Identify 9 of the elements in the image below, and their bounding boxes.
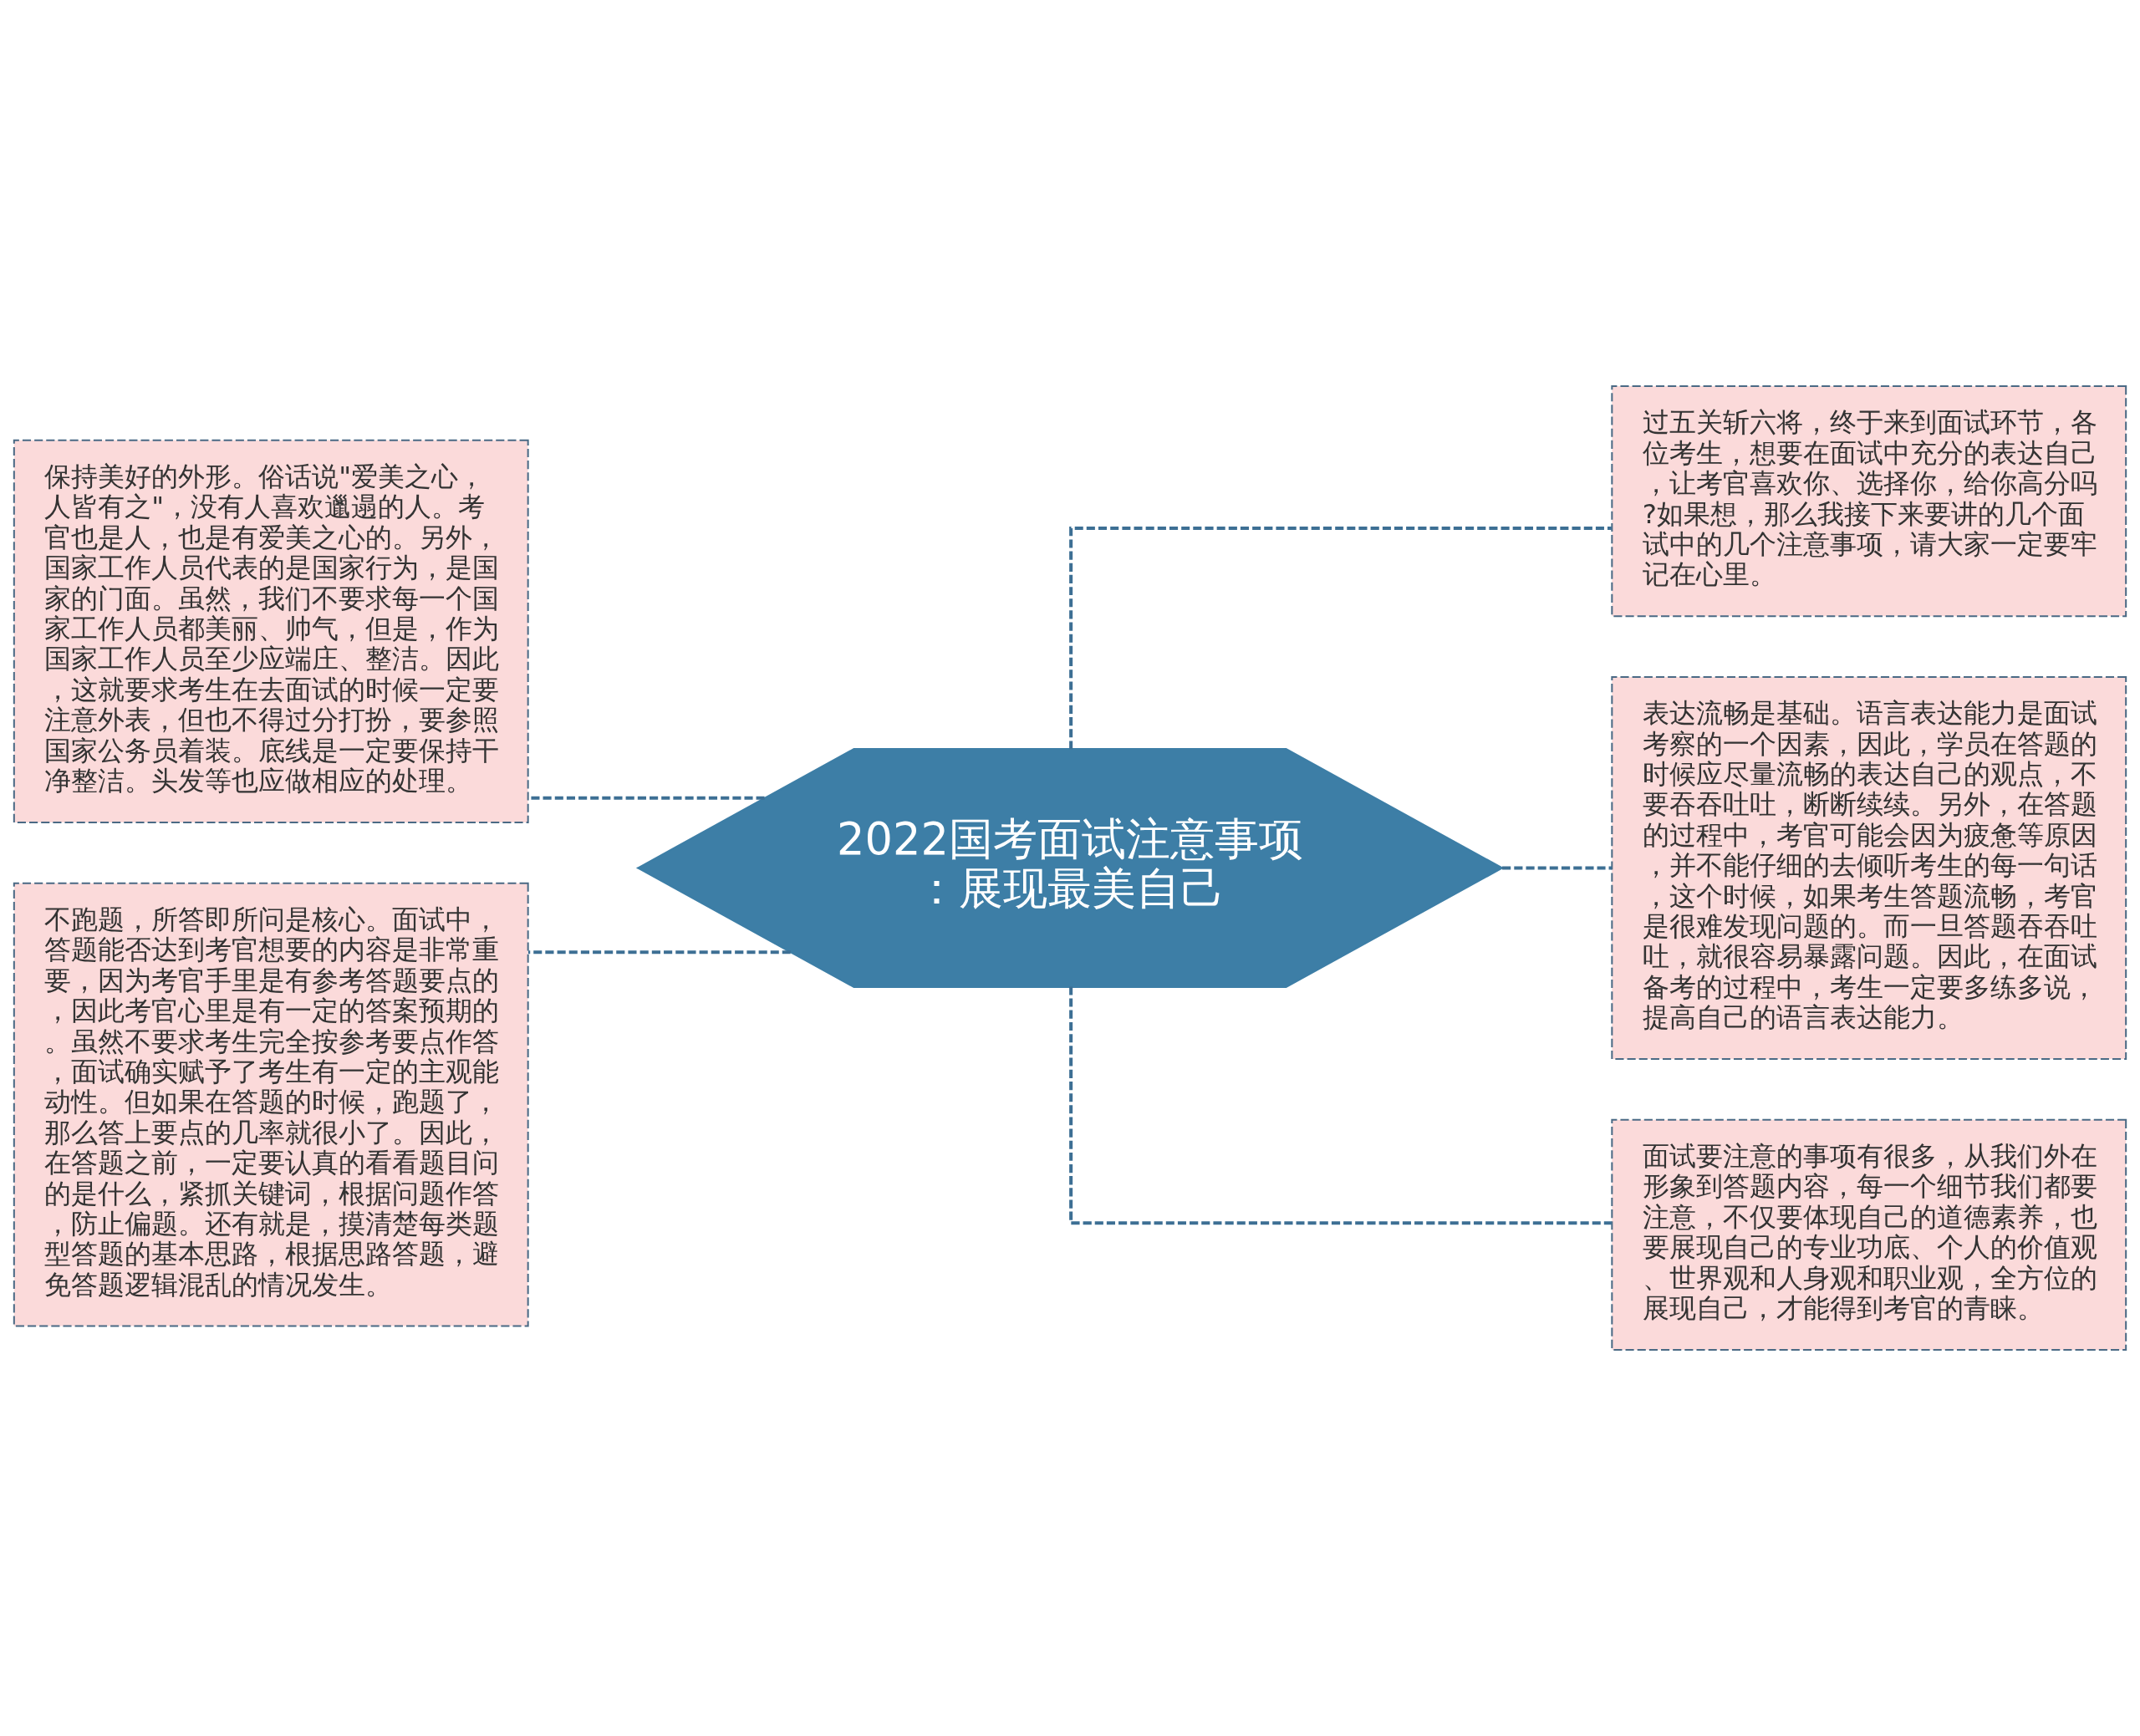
connector [1069,986,1612,1225]
connector [1502,866,1612,870]
node-box: 过五关斩六将，终于来到面试环节，各位考生，想要在面试中充分的表达自己，让考官喜欢你、选择你，给你高分吗?如果想，那么我接下来要讲的几个面试中的几个注意事项，请大家一定要牢记在心里。 [1611,385,2127,618]
connector [527,950,791,955]
node-box: 不跑题，所答即所问是核心。面试中，答题能否达到考官想要的内容是非常重要，因为考官手里是有参考答题要点的，因此考官心里是有一定的答案预期的。虽然不要求考生完全按参考要点作答，面试确实赋予了考生有一定的主观能动性。但如果在答题的时候，跑题了，那么答上要点的几率就很小了。因此，在答题之前，一定要认真的看看题目问的是什么，紧抓关键词，根据问题作答，防止偏题。还有就是，摸清楚每类题型答题的基本思路，根据思路答题，避免答题逻辑混乱的情况发生。 [13,882,529,1327]
node-box: 保持美好的外形。俗话说"爱美之心，人皆有之"，没有人喜欢邋遢的人。考官也是人，也是有爱美之心的。另外，国家工作人员代表的是国家行为，是国家的门面。虽然，我们不要求每一个国家工作人员都美丽、帅气，但是，作为国家工作人员至少应端庄、整洁。因此，这就要求考生在去面试的时候一定要注意外表，但也不得过分打扮，要参照国家公务员着装。底线是一定要保持干净整洁。头发等也应做相应的处理。 [13,439,529,823]
node-box: 面试要注意的事项有很多，从我们外在形象到答题内容，每一个细节我们都要注意，不仅要体现自己的道德素养，也要展现自己的专业功底、个人的价值观、世界观和人身观和职业观，全方位的展现自己，才能得到考官的青睐。 [1611,1118,2127,1351]
connector [1069,526,1612,750]
node-box: 表达流畅是基础。语言表达能力是面试考察的一个因素，因此，学员在答题的时候应尽量流畅的表达自己的观点，不要吞吞吐吐，断断续续。另外，在答题的过程中，考官可能会因为疲惫等原因，并不能仔细的去倾听考生的每一句话，这个时候，如果考生答题流畅，考官是很难发现问题的。而一旦答题吞吞吐吐，就很容易暴露问题。因此，在面试备考的过程中，考生一定要多练多说，提高自己的语言表达能力。 [1611,675,2127,1061]
